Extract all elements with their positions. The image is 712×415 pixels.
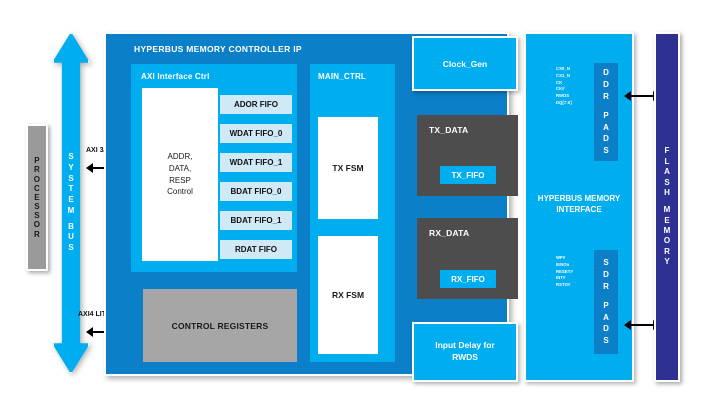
system-bus-line: S	[68, 173, 74, 183]
processor-letter: O	[33, 220, 41, 230]
ador-fifo-block: ADOR FIFO	[220, 95, 292, 114]
sdr-signal: RSTO#	[556, 282, 571, 288]
control-line: Control	[167, 187, 193, 197]
flash-letter: Y	[664, 257, 670, 267]
input-delay-line: RWDS	[452, 352, 478, 362]
arrow-bar	[630, 324, 654, 326]
arrow-head-left	[624, 91, 631, 101]
input-delay-rwds-block: Input Delay for RWDS	[412, 322, 518, 382]
ddr-signal: CK	[556, 79, 563, 85]
ddr-signal: CK#	[556, 86, 565, 92]
ddr-signal: DQ[7:0]	[556, 99, 572, 105]
hyperbus-interface-title: HYPERBUS MEMORY INTERFACE	[526, 194, 632, 216]
flash-memory-block: F L A S H M E M O R Y	[654, 32, 680, 382]
system-bus-line: E	[68, 195, 74, 205]
bdat-fifo-0-block: BDAT FIFO_0	[220, 182, 292, 201]
addr-data-resp-control-block: ADDR, DATA, RESP Control	[142, 88, 218, 261]
control-line: ADDR,	[167, 152, 193, 162]
ddr-pads-letter: P	[603, 111, 609, 121]
sdr-pads-block: S D R P A D S	[594, 250, 618, 354]
flash-letter: A	[664, 167, 670, 177]
ddr-pads-letter: R	[603, 91, 609, 101]
rx-fifo-block: RX_FIFO	[440, 270, 496, 288]
ddr-pads-letter: D	[603, 68, 609, 78]
rx-data-label: RX_DATA	[429, 228, 470, 238]
ddr-pads-letter: D	[603, 134, 609, 144]
sdr-signal: WP#	[556, 255, 566, 260]
hyperbus-interface-title-line: INTERFACE	[556, 204, 602, 214]
arrow-head-left	[624, 320, 631, 330]
ddr-pads-letter: S	[603, 145, 609, 155]
clock-gen-block: Clock_Gen	[412, 36, 518, 91]
arrow-bar	[630, 95, 654, 97]
bdat-fifo-1-block: BDAT FIFO_1	[220, 211, 292, 230]
arrow-head-left	[86, 327, 93, 337]
system-bus-line: B	[68, 221, 74, 231]
flash-letter: O	[663, 236, 671, 246]
flash-letter: L	[664, 156, 670, 166]
processor-letter: S	[34, 202, 40, 212]
ddr-signal-list: CS0_N CS1_N CK CK# RWDS DQ[7:0]	[556, 66, 596, 107]
ddr-signal: CS0_N	[556, 66, 570, 71]
flash-letter: E	[664, 215, 670, 225]
main-ctrl-title: MAIN_CTRL	[318, 72, 367, 81]
ddr-pads-letter: D	[603, 80, 609, 90]
input-delay-line: Input Delay for	[435, 340, 495, 351]
flash-letter: H	[664, 187, 670, 197]
system-bus-arrow: S Y S T E M B U S	[52, 32, 90, 374]
sdr-pads-letter: S	[603, 258, 609, 268]
system-bus-line: T	[68, 184, 74, 194]
flash-letter: F	[664, 146, 670, 156]
sdr-signal-list: WP# IENOn RESET# INT# RSTO#	[556, 255, 596, 289]
system-bus-line: S	[68, 243, 74, 253]
processor-letter: R	[34, 165, 40, 175]
sdr-pads-letter: D	[603, 324, 609, 334]
control-line: RESP	[169, 175, 191, 185]
wdat-fifo-1-block: WDAT FIFO_1	[220, 153, 292, 172]
processor-letter: C	[34, 183, 40, 193]
ddr-signal: RWDS	[556, 93, 570, 99]
processor-letter: O	[33, 174, 41, 184]
flash-letter: R	[664, 246, 670, 256]
rdat-fifo-block: RDAT FIFO	[220, 240, 292, 259]
sdr-signal: RESET#	[556, 268, 573, 274]
system-bus-line: Y	[68, 162, 74, 172]
processor-letter: P	[34, 156, 40, 166]
processor-letter: S	[34, 211, 40, 221]
processor-letter: R	[34, 229, 40, 239]
flash-letter: S	[664, 177, 670, 187]
sdr-pads-letter: D	[603, 270, 609, 280]
processor-letter: E	[34, 192, 40, 202]
ddr-signal: CS1_N	[556, 72, 570, 78]
axi-interface-ctrl-title: AXI Interface Ctrl	[141, 72, 210, 81]
tx-data-label: TX_DATA	[429, 125, 469, 135]
axi4lite-label: AXI4 LITE	[78, 311, 111, 318]
flash-letter: M	[663, 205, 671, 215]
system-bus-line: S	[68, 151, 74, 161]
system-bus-label: S Y S T E M B U S	[52, 32, 90, 374]
hyperbus-interface-title-line: HYPERBUS MEMORY	[537, 194, 621, 203]
ip-block-title: HYPERBUS MEMORY CONTROLLER IP	[134, 44, 302, 54]
rx-fsm-block: RX FSM	[318, 236, 378, 354]
arrow-head-left	[86, 163, 93, 173]
control-line: DATA,	[168, 163, 192, 173]
sdr-pads-letter: P	[603, 301, 609, 311]
control-registers-block: CONTROL REGISTERS	[143, 289, 297, 362]
ddr-pads-block: D D R P A D S	[594, 63, 618, 161]
ddr-pads-letter: A	[603, 122, 609, 132]
tx-fsm-block: TX FSM	[318, 117, 378, 219]
sdr-signal: IENOn	[556, 261, 570, 267]
sdr-pads-letter: R	[603, 281, 609, 291]
processor-block: P R O C E S S O R	[26, 124, 48, 271]
tx-fifo-block: TX_FIFO	[440, 166, 496, 184]
sdr-pads-letter: S	[603, 335, 609, 345]
wdat-fifo-0-block: WDAT FIFO_0	[220, 124, 292, 143]
sdr-signal: INT#	[556, 275, 566, 281]
system-bus-line: M	[67, 205, 75, 215]
system-bus-line: U	[68, 232, 74, 242]
sdr-pads-letter: A	[603, 312, 609, 322]
flash-letter: M	[663, 226, 671, 236]
axi34-label: AXI 3/4	[86, 147, 110, 154]
